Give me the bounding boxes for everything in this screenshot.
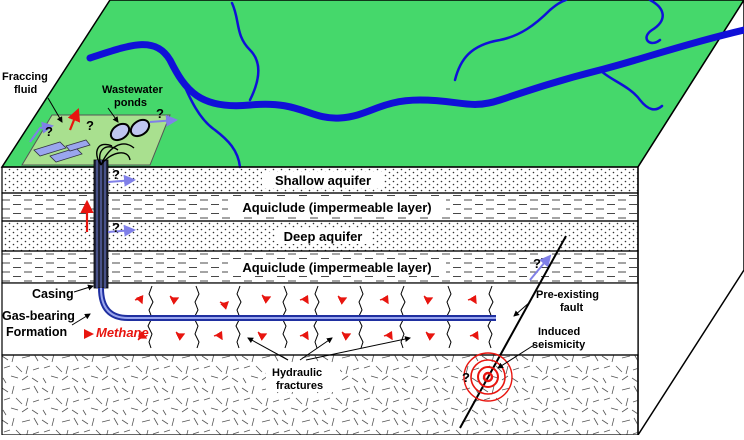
question-mark-pad: ? — [45, 124, 53, 139]
question-mark-red: ? — [86, 118, 94, 133]
fluid-tanks — [33, 139, 91, 163]
wastewater-ponds — [109, 118, 151, 142]
river — [86, 0, 744, 169]
question-mark-shallow: ? — [112, 167, 120, 182]
casing-label: Casing — [32, 287, 74, 301]
seismicity-target — [463, 352, 513, 402]
svg-text:Fraccing: Fraccing — [2, 71, 48, 83]
pointer-lines — [47, 97, 535, 369]
hydraulic-fractures-label: Hydraulic fractures — [266, 364, 340, 392]
pre-existing-fault-label: Pre-existing fault — [536, 289, 599, 314]
svg-text:fluid: fluid — [14, 84, 37, 96]
question-mark-seismic: ? — [462, 370, 470, 385]
fault-line — [459, 235, 567, 429]
methane-arrows — [134, 294, 479, 341]
svg-text:ponds: ponds — [114, 97, 147, 109]
svg-text:Wastewater: Wastewater — [102, 84, 163, 96]
svg-text:fault: fault — [560, 302, 584, 314]
wastewater-ponds-label: Wastewater ponds — [102, 84, 163, 109]
shallow-aquifer-label: Shallow aquifer — [275, 173, 371, 188]
svg-text:seismicity: seismicity — [532, 339, 586, 351]
svg-text:Formation: Formation — [6, 325, 67, 339]
question-mark-fault: ? — [533, 256, 541, 271]
deep-aquifer-label-group: Deep aquifer — [276, 228, 372, 244]
svg-text:Pre-existing: Pre-existing — [536, 289, 599, 301]
question-marks: ? ? ? ? ? ? ? — [45, 106, 541, 385]
methane-label: Methane — [96, 325, 149, 340]
deep-aquifer-label: Deep aquifer — [284, 229, 363, 244]
methane-label-group: Methane — [84, 325, 149, 340]
leak-arrows — [29, 114, 552, 281]
aquiclude-lower-label: Aquiclude (impermeable layer) — [242, 260, 431, 275]
induced-seismicity-label: Induced seismicity — [532, 326, 586, 351]
fraccing-fluid-label: Fraccing fluid — [2, 71, 48, 96]
svg-text:Hydraulic: Hydraulic — [272, 367, 322, 379]
aquiclude-upper-label: Aquiclude (impermeable layer) — [242, 200, 431, 215]
svg-text:Induced: Induced — [538, 326, 580, 338]
shallow-aquifer-label-group: Shallow aquifer — [262, 172, 384, 188]
gas-bearing-formation-label: Gas-bearing Formation — [2, 309, 75, 339]
wellhead-lines — [96, 143, 135, 166]
aquiclude-lower-label-group: Aquiclude (impermeable layer) — [228, 259, 446, 275]
svg-text:Gas-bearing: Gas-bearing — [2, 309, 75, 323]
well-casing — [93, 159, 496, 321]
migration-arrows — [67, 107, 94, 232]
svg-text:fractures: fractures — [276, 380, 323, 392]
aquiclude-upper-label-group: Aquiclude (impermeable layer) — [228, 199, 446, 215]
question-mark-deep: ? — [112, 220, 120, 235]
question-mark-ponds: ? — [156, 106, 164, 121]
